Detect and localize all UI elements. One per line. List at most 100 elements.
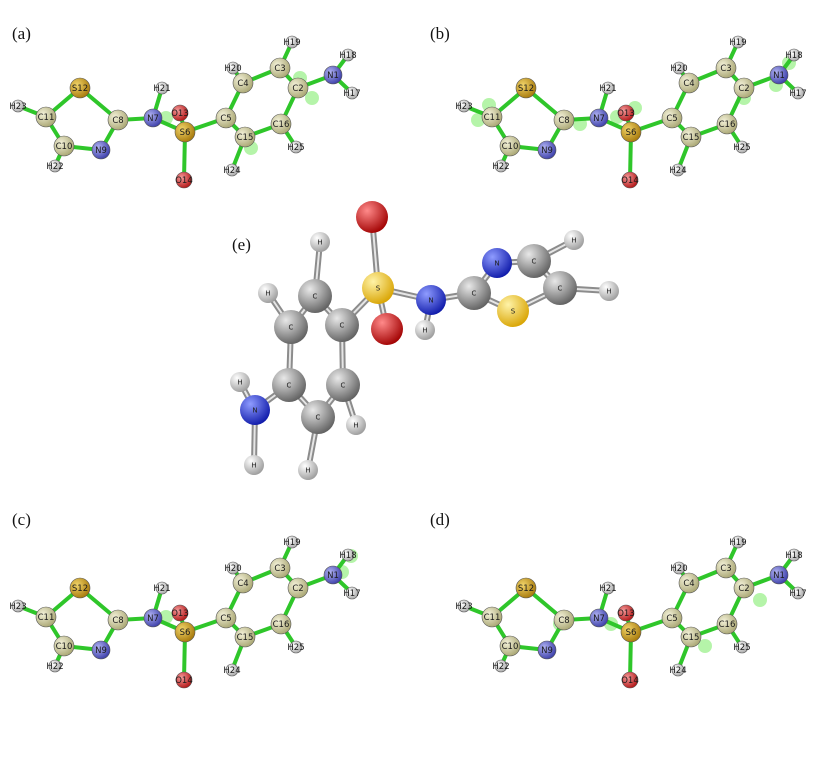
atom-label-O13: O13 (617, 109, 635, 119)
atom-C15 (680, 126, 702, 148)
atom-label-H25: H25 (733, 143, 750, 153)
atom-3d-label: C (316, 414, 321, 422)
atom-label-S12: S12 (518, 84, 534, 94)
atom-C5 (661, 107, 683, 129)
atom-label-H22: H22 (46, 662, 63, 672)
atom-C8 (553, 609, 575, 631)
atom-label-N7: N7 (593, 114, 605, 124)
atom-label-C16: C16 (719, 120, 736, 130)
atom-H25 (735, 640, 749, 654)
atom-C11 (35, 606, 57, 628)
atom-C5 (661, 607, 683, 629)
atom-3d-H (244, 455, 264, 475)
atom-label-N9: N9 (541, 146, 553, 156)
atom-3d-label: H (422, 327, 427, 335)
atom-label-H18: H18 (339, 51, 356, 61)
atom-H22 (494, 159, 508, 173)
atom-N9 (91, 640, 111, 660)
atom-label-C5: C5 (220, 114, 231, 124)
atom-H20 (672, 561, 686, 575)
atom-O14 (175, 671, 193, 689)
atom-3d-C (517, 244, 551, 278)
atom-S6 (620, 121, 642, 143)
atom-label-C15: C15 (683, 633, 700, 643)
atom-label-N7: N7 (147, 114, 159, 124)
highlight-blob (698, 639, 712, 653)
atom-O13 (171, 604, 189, 622)
atom-H22 (48, 159, 62, 173)
atom-3d-H (564, 230, 584, 250)
atom-3d-C (298, 279, 332, 313)
atom-C2 (287, 77, 309, 99)
atom-label-C8: C8 (112, 616, 123, 626)
atom-H23 (11, 599, 25, 613)
atom-label-C10: C10 (502, 642, 519, 652)
atom-S12 (515, 77, 537, 99)
atom-label-N9: N9 (95, 146, 107, 156)
atom-H25 (289, 640, 303, 654)
atom-label-C2: C2 (292, 584, 303, 594)
atom-H25 (289, 140, 303, 154)
atom-label-H21: H21 (599, 584, 616, 594)
atom-label-H20: H20 (670, 564, 687, 574)
atom-3d-label: H (237, 379, 242, 387)
atom-label-H25: H25 (287, 643, 304, 653)
atom-3d-H (258, 283, 278, 303)
highlight-blob (305, 91, 319, 105)
atom-H23 (457, 99, 471, 113)
atom-N7 (143, 108, 163, 128)
atom-O14 (175, 171, 193, 189)
atom-C3 (269, 557, 291, 579)
atom-C16 (716, 113, 738, 135)
atom-H19 (285, 35, 299, 49)
atom-label-C16: C16 (719, 620, 736, 630)
atom-label-C2: C2 (738, 84, 749, 94)
atom-S12 (69, 77, 91, 99)
atom-label-C4: C4 (683, 79, 694, 89)
atom-label-S6: S6 (626, 628, 637, 638)
atom-3d-C (543, 271, 577, 305)
atom-3d-H (415, 320, 435, 340)
atom-H23 (11, 99, 25, 113)
atom-C11 (481, 606, 503, 628)
atom-label-C5: C5 (666, 114, 677, 124)
atom-C5 (215, 107, 237, 129)
atom-3d-label: H (305, 467, 310, 475)
atom-label-H24: H24 (223, 166, 240, 176)
atom-3d-label: C (287, 382, 292, 390)
atom-C4 (232, 572, 254, 594)
atom-label-C15: C15 (237, 133, 254, 143)
atom-label-C15: C15 (237, 633, 254, 643)
atom-label-O13: O13 (617, 609, 635, 619)
atom-C11 (35, 106, 57, 128)
atom-3d-S (362, 272, 394, 304)
atom-3d-label: C (532, 258, 537, 266)
atom-N7 (589, 108, 609, 128)
atom-H18 (787, 48, 801, 62)
atom-C15 (680, 626, 702, 648)
atom-label-H20: H20 (670, 64, 687, 74)
atom-3d-label: C (341, 382, 346, 390)
atom-H22 (494, 659, 508, 673)
atom-3d-H (346, 415, 366, 435)
atom-label-H18: H18 (339, 551, 356, 561)
atom-N9 (537, 640, 557, 660)
atom-C2 (733, 577, 755, 599)
atom-label-N1: N1 (327, 71, 339, 81)
atom-label-C11: C11 (38, 113, 55, 123)
atom-3d-O (356, 201, 388, 233)
atom-3d-C (274, 310, 308, 344)
atom-H18 (787, 548, 801, 562)
atom-3d-H (599, 281, 619, 301)
atom-label-H19: H19 (283, 538, 300, 548)
atom-N7 (589, 608, 609, 628)
atom-label-H23: H23 (455, 102, 472, 112)
atom-3d-H (230, 372, 250, 392)
atom-3d-C (325, 308, 359, 342)
atom-label-H17: H17 (789, 589, 806, 599)
atom-label-O14: O14 (175, 676, 193, 686)
atom-label-C16: C16 (273, 620, 290, 630)
atom-label-H24: H24 (223, 666, 240, 676)
